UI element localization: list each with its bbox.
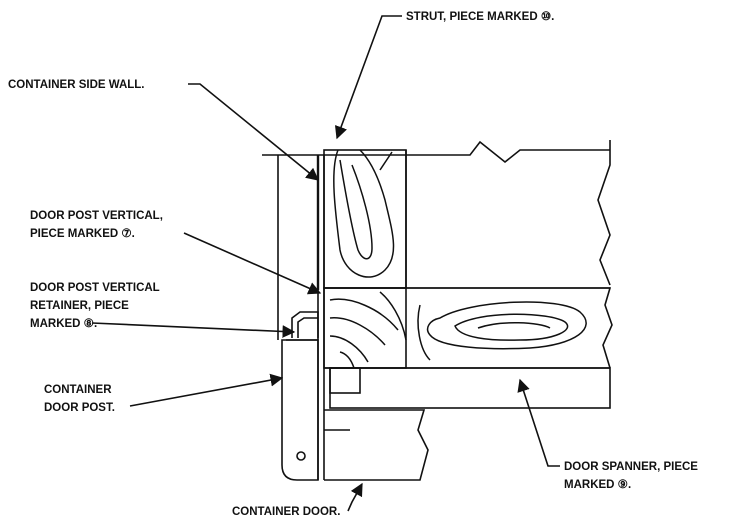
label-door-post-vertical-line2: PIECE MARKED ⑦. <box>30 227 135 240</box>
label-door-post-line2: DOOR POST. <box>44 402 115 414</box>
label-container-door: CONTAINER DOOR. <box>232 506 340 518</box>
strut-piece <box>323 149 407 289</box>
label-retainer-line2: RETAINER, PIECE <box>30 300 129 312</box>
label-retainer-line1: DOOR POST VERTICAL <box>30 282 160 294</box>
leader-lines <box>91 15 560 512</box>
label-spanner-line1: DOOR SPANNER, PIECE <box>564 461 698 473</box>
spanner-bar <box>329 367 611 409</box>
label-retainer-line3: MARKED ⑧. <box>30 317 97 330</box>
label-side-wall: CONTAINER SIDE WALL. <box>8 79 145 91</box>
label-door-post-vertical-line1: DOOR POST VERTICAL, <box>30 210 163 222</box>
label-door-post-line1: CONTAINER <box>44 384 112 396</box>
label-spanner-line2: MARKED ⑨. <box>564 478 631 491</box>
retainer-piece <box>291 311 319 338</box>
door-post <box>281 290 325 481</box>
top-wall-outline <box>262 140 611 286</box>
container-door <box>324 409 429 481</box>
door-spanner <box>323 287 613 369</box>
label-strut: STRUT, PIECE MARKED ⑩. <box>406 10 554 23</box>
upper-right-panel <box>324 150 610 289</box>
